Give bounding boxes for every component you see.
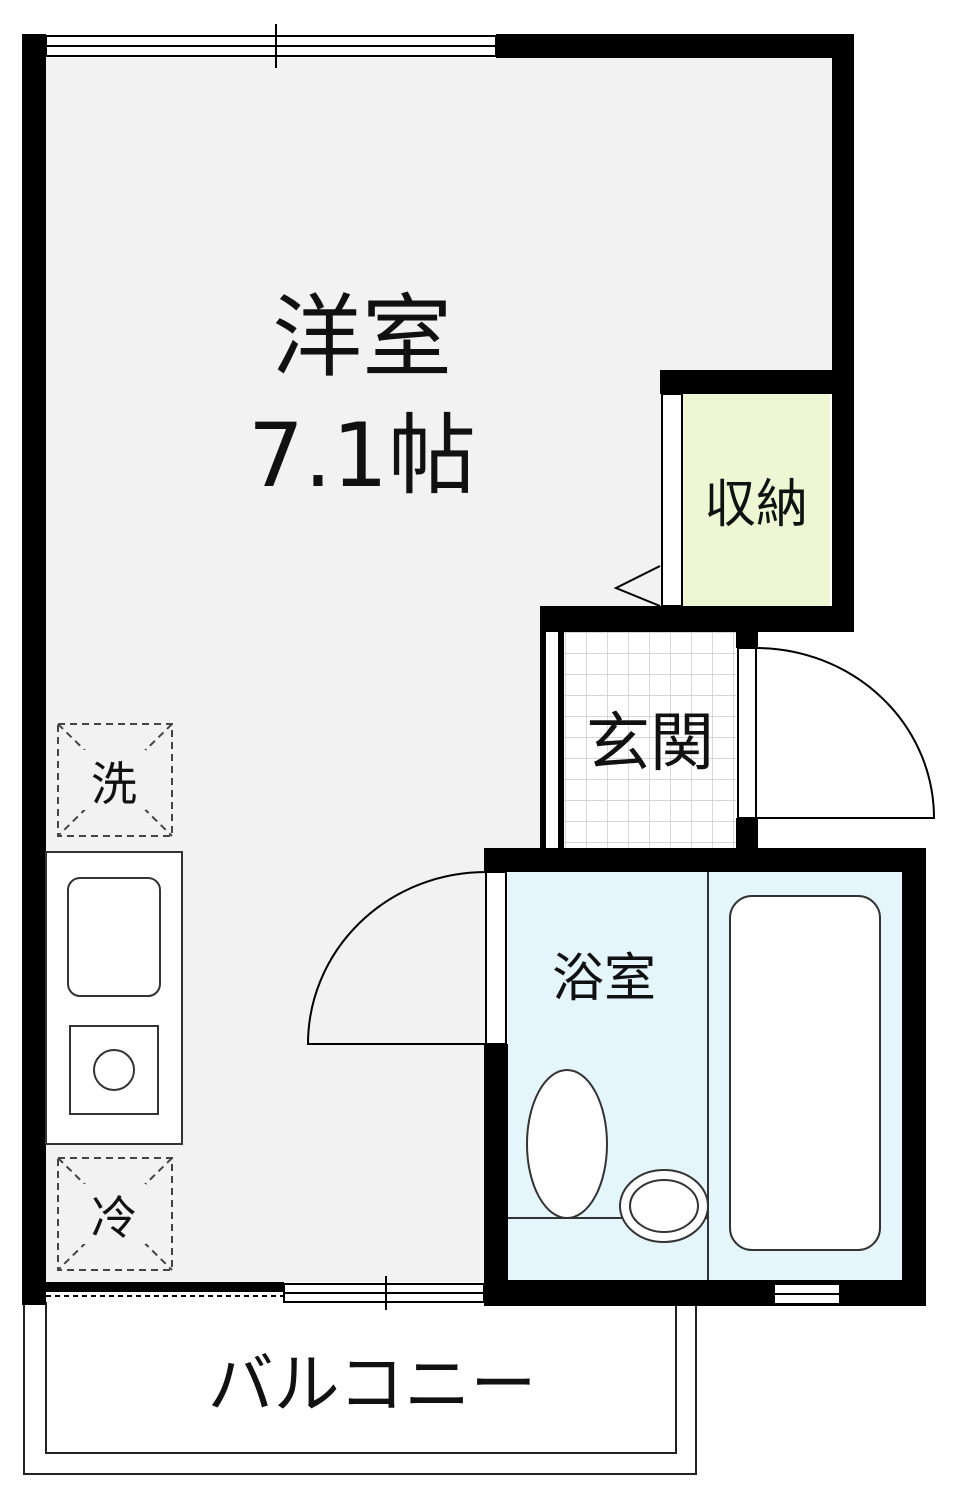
burner [93,1049,135,1091]
bathroom-window [773,1283,841,1305]
bathroom-fixtures [508,872,881,1280]
fridge-label: 冷 [91,1191,137,1245]
storage-door [613,393,683,607]
storage-floor [682,394,830,606]
western-room-name: 洋室 [272,285,452,390]
western-room-floor [45,58,832,1282]
entrance-door [737,647,936,819]
kitchen-counter [45,851,183,1145]
bathroom-door [306,871,507,1045]
washer-space [57,723,173,837]
bathtub [729,895,881,1251]
toilet [526,1069,608,1219]
entrance-floor [564,632,736,848]
sink [67,877,161,997]
entrance-label: 玄関 [586,707,714,781]
balcony-window [46,1276,485,1310]
walls [22,34,926,1306]
washbasin-inner [629,1179,699,1233]
fridge-space [57,1157,173,1271]
stove [69,1025,159,1115]
storage-label: 収納 [704,475,808,535]
washer-label: 洗 [91,757,137,811]
balcony [23,1302,697,1475]
top-window [45,24,497,68]
bathroom-label: 浴室 [552,949,656,1009]
balcony-label: バルコニー [208,1346,537,1423]
western-room-size: 7.1帖 [248,404,476,507]
